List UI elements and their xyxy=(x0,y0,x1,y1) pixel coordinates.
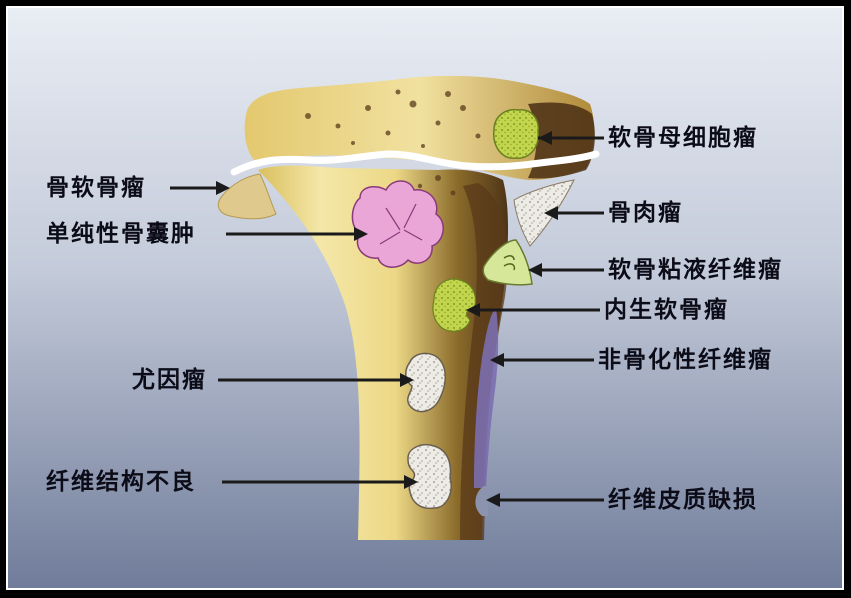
label-chondromyxoid-fibroma: 软骨粘液纤维瘤 xyxy=(608,257,783,283)
cyst-septa xyxy=(379,203,423,245)
growth-plate-line xyxy=(230,150,600,176)
cortical-defect-notch xyxy=(475,486,488,516)
chondroblastoma-lesion xyxy=(493,108,539,159)
diagram-frame: 软骨母细胞瘤 骨软骨瘤 单纯性骨囊肿 骨肉瘤 软骨粘液纤维瘤 内生软骨瘤 非骨化… xyxy=(6,6,844,590)
enchondroma-lesion xyxy=(432,278,477,332)
trabecular-pattern xyxy=(305,89,481,196)
fibrous-dysplasia-lesion xyxy=(407,444,452,510)
label-simple-bone-cyst: 单纯性骨囊肿 xyxy=(46,221,196,247)
label-chondroblastoma: 软骨母细胞瘤 xyxy=(608,125,758,151)
arrow-heads xyxy=(216,131,558,507)
bone-diagram xyxy=(8,8,842,588)
label-ewing-sarcoma: 尤因瘤 xyxy=(132,367,207,393)
bone-shaft xyxy=(258,165,509,540)
label-fibrous-dysplasia: 纤维结构不良 xyxy=(46,469,196,495)
label-enchondroma: 内生软骨瘤 xyxy=(604,297,729,323)
leader-lines xyxy=(170,136,604,502)
chondromyxoid-fibroma-lesion xyxy=(482,239,533,286)
label-osteochondroma: 骨软骨瘤 xyxy=(46,175,146,201)
purple-lesion-area xyxy=(474,308,499,488)
ewing-sarcoma-lesion xyxy=(405,352,446,413)
label-fibrous-cortical-defect: 纤维皮质缺损 xyxy=(608,487,758,513)
chondromyxoid-marks xyxy=(503,255,516,271)
label-osteosarcoma: 骨肉瘤 xyxy=(608,200,683,226)
osteochondroma-protrusion xyxy=(217,173,277,220)
label-non-ossifying-fibroma: 非骨化性纤维瘤 xyxy=(598,347,773,373)
simple-bone-cyst-lesion xyxy=(351,180,444,268)
